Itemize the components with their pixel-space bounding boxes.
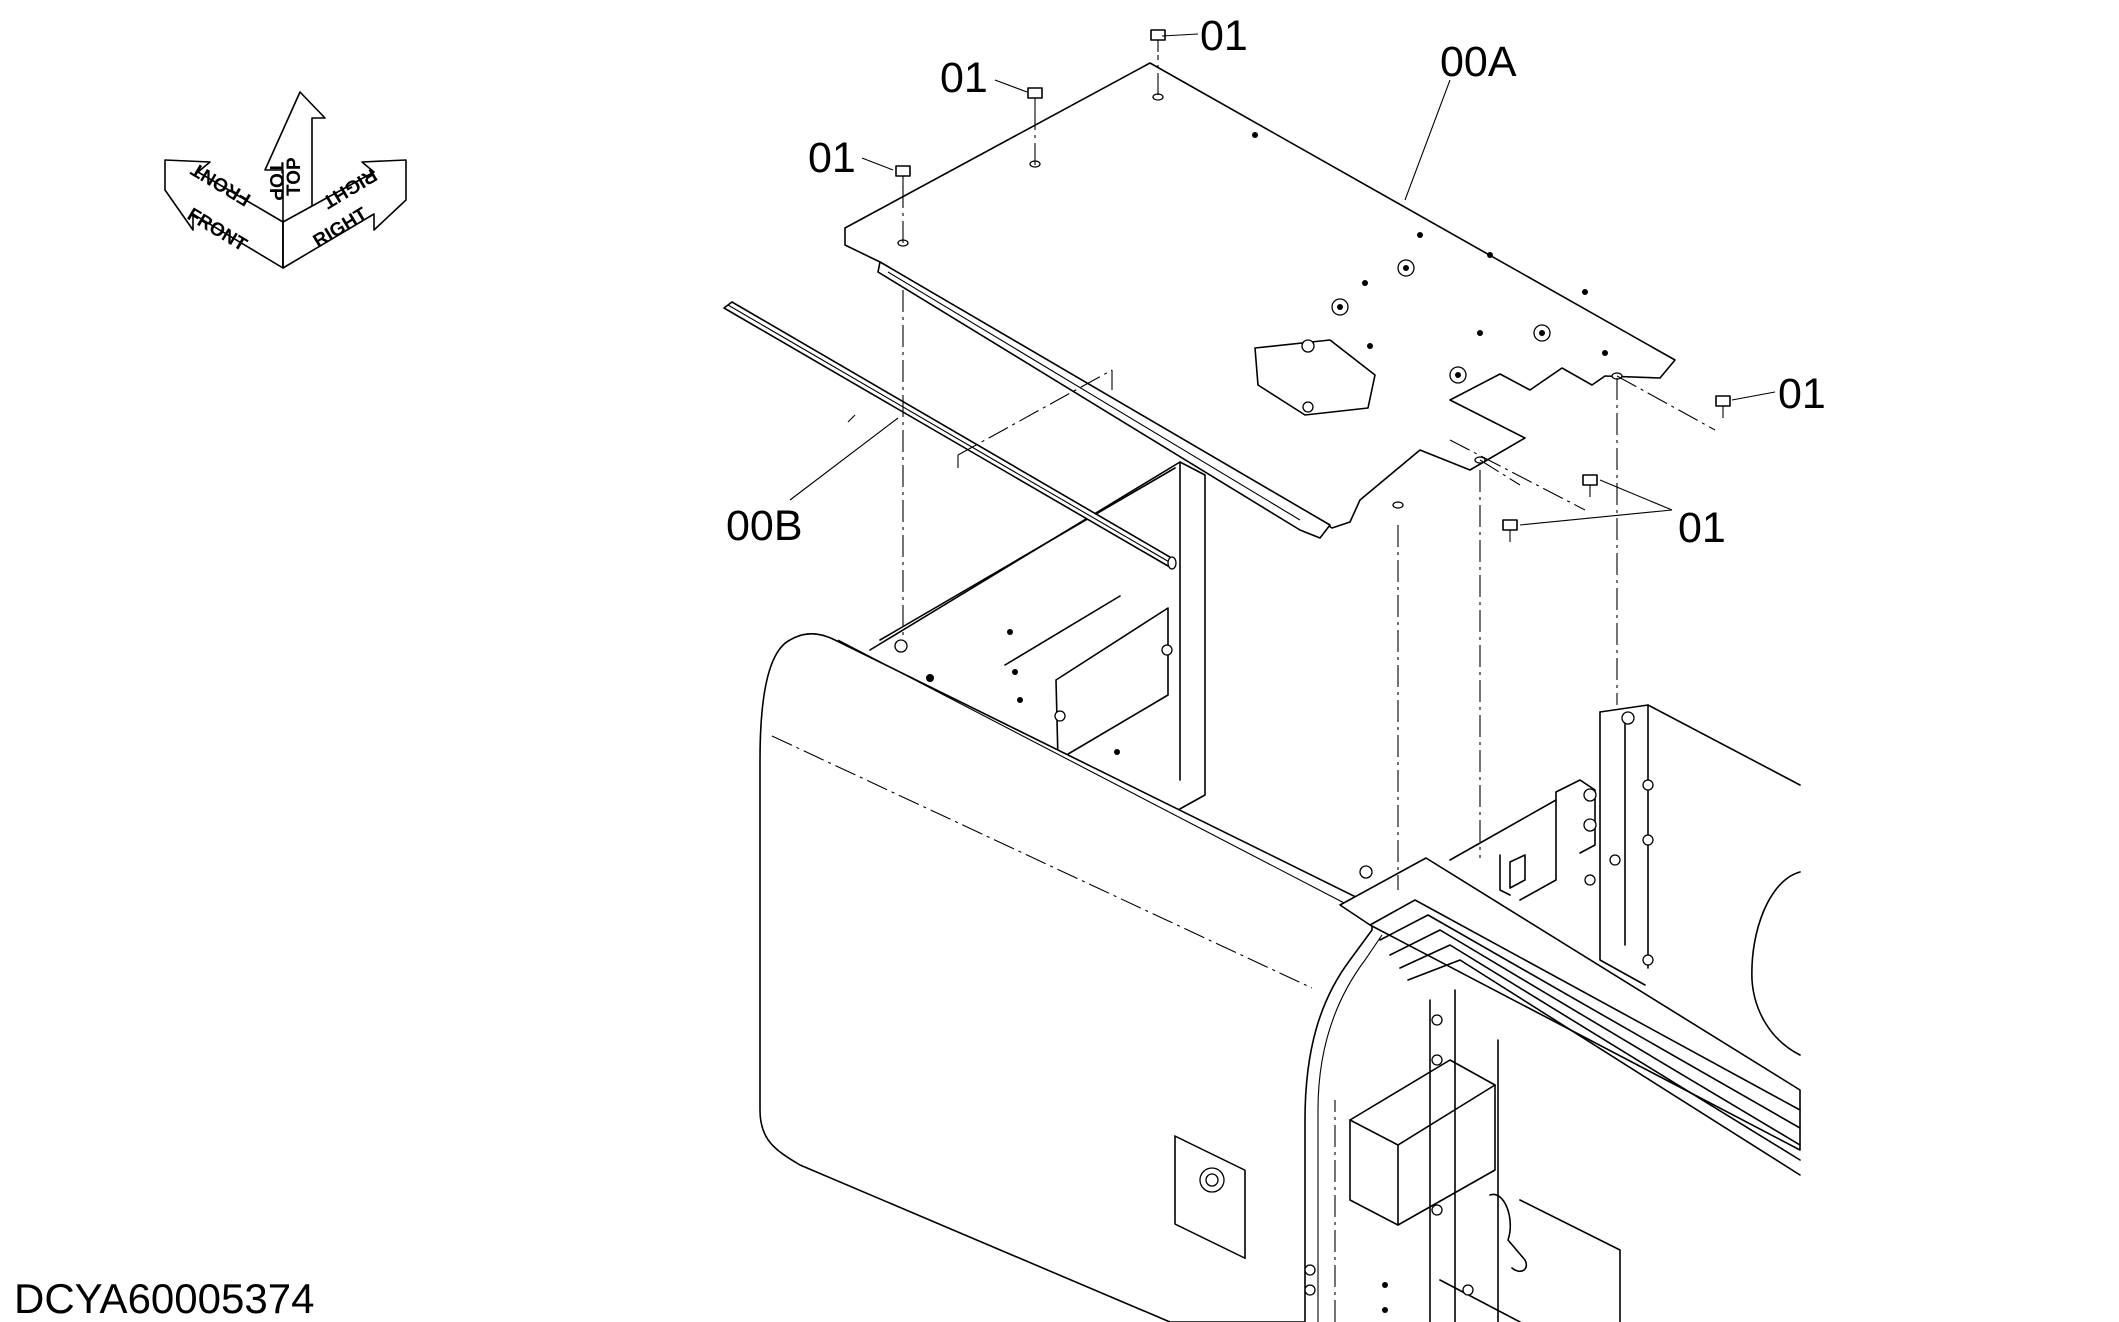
bolt-icon <box>895 165 911 188</box>
callout-bolt: 01 <box>940 54 988 102</box>
inspection-cutout <box>1254 339 1376 416</box>
front-arrow-icon <box>164 159 284 269</box>
callout-cover-plate: 00A <box>1440 38 1517 86</box>
access-plate <box>1055 607 1169 761</box>
latch-plate <box>1174 1135 1246 1260</box>
projection-lines <box>902 55 1716 890</box>
callout-bolt: 01 <box>1678 504 1726 552</box>
callout-labels: 01 01 01 01 01 00A 00B <box>726 12 1826 552</box>
bolt-icon <box>1150 29 1166 52</box>
machine-frame <box>759 461 1801 1322</box>
top-label-mirror: TOP <box>284 157 305 196</box>
bolt-icon <box>1502 519 1518 542</box>
plate-nuts <box>1252 132 1608 384</box>
callout-seal-strip: 00B <box>726 502 803 550</box>
bolt-icon <box>1715 395 1731 418</box>
side-panel <box>759 633 1373 1322</box>
top-label: TOP <box>265 162 286 201</box>
bolts <box>895 29 1731 542</box>
bolt-icon <box>1027 87 1043 110</box>
callout-bolt: 01 <box>1200 12 1248 60</box>
callout-bolt: 01 <box>1778 370 1826 418</box>
callout-bolt: 01 <box>808 134 856 182</box>
seal-strip <box>723 301 1177 570</box>
cover-plate <box>844 62 1676 539</box>
tank-outline <box>1751 871 1801 1056</box>
lower-box <box>1349 1059 1496 1226</box>
leader-lines <box>789 33 1776 526</box>
right-arrow-icon <box>282 159 407 269</box>
orientation-indicator: FRONT FRONT TOP TOP RIGHT RIGHT <box>164 91 407 269</box>
drawing-number: DCYA60005374 <box>14 1275 315 1322</box>
bolt-icon <box>1582 474 1598 497</box>
